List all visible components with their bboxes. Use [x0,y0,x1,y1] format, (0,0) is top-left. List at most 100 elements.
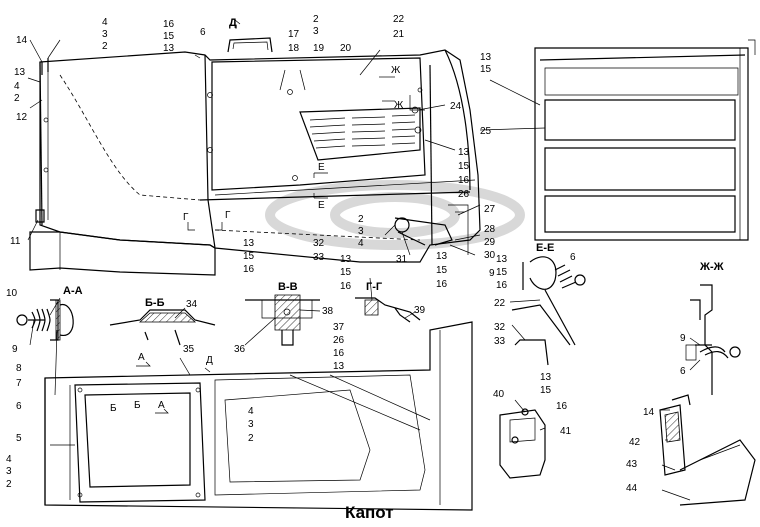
callout-25: 25 [480,126,492,137]
callout-38: 38 [322,306,334,317]
callout-9-ee: 9 [489,268,495,279]
view-marker-b2: Б [134,400,141,411]
callout-15-lower: 15 [243,251,255,262]
callout-9-zhzh: 9 [680,333,686,344]
hinge-detail-40-41 [499,408,546,479]
callout-26-vv: 26 [333,335,345,346]
callout-44: 44 [626,483,638,494]
callout-2-top: 2 [102,41,108,52]
callout-13-vv: 13 [333,361,345,372]
hood-side-view [29,37,481,276]
view-marker-b1: Б [110,403,117,414]
section-ee-detail [511,256,586,366]
callout-4-panel-mid: 4 [248,406,254,417]
callout-16-vv: 16 [333,348,345,359]
callout-16-ee-top: 16 [496,280,508,291]
view-marker-e1: Е [318,162,325,173]
callout-3-mid: 3 [313,26,319,37]
view-marker-d2: Д [206,355,213,366]
callout-28: 28 [484,224,496,235]
callout-14-mount: 14 [643,407,655,418]
callout-32: 32 [313,238,325,249]
callout-13-radiator: 13 [480,52,492,63]
callout-15-hinge: 15 [540,385,552,396]
callout-43: 43 [626,459,638,470]
callout-15-latch-right: 15 [436,265,448,276]
callout-22: 22 [393,14,405,25]
callout-8: 8 [16,363,22,374]
callout-13-ee-top: 13 [496,254,508,265]
callout-16-lower: 16 [243,264,255,275]
callout-19: 19 [313,43,325,54]
leader-lines [27,39,701,501]
callout-3-panel-mid: 3 [248,419,254,430]
callout-16-gg: 16 [340,281,352,292]
view-marker-g1: Г [183,212,189,223]
callout-labels: 4 3 2 16 15 13 6 2 3 19 17 18 20 22 21 1… [6,14,686,494]
callout-3-latch: 3 [358,226,364,237]
view-marker-e2: Е [318,200,325,211]
section-label-bb: Б-Б [145,297,165,309]
section-labels: А-А Б-Б В-В Г-Г Е-Е Ж-Ж Д [63,17,724,309]
section-aa-detail [16,299,74,341]
radiator-front-view [534,39,756,241]
section-label-zhzh: Ж-Ж [699,261,724,273]
view-markers: Ж Ж Е Е Г Г А Б Б Д А [110,65,404,414]
view-marker-zh1: Ж [391,65,401,76]
callout-33-ee: 33 [494,336,506,347]
callout-2-panel-mid: 2 [248,433,254,444]
callout-12: 12 [16,112,28,123]
callout-13-lower: 13 [243,238,255,249]
section-bb-detail [109,309,216,346]
callout-33: 33 [313,252,325,263]
callout-13-gg: 13 [340,254,352,265]
callout-22-ee: 22 [494,298,506,309]
callout-16-hinge: 16 [556,401,568,412]
section-label-aa: А-А [63,285,83,297]
callout-11: 11 [10,236,21,247]
callout-3-panel-left: 3 [6,466,12,477]
section-label-ee: Е-Е [536,242,554,254]
callout-4-top: 4 [102,17,108,28]
latch-detail [394,204,469,255]
view-marker-a2: А [158,400,165,411]
callout-20: 20 [340,43,352,54]
callout-13-top: 13 [163,43,175,54]
callout-13-right: 13 [458,147,470,158]
section-label-gg: Г-Г [366,281,383,293]
callout-16-right: 16 [458,175,470,186]
callout-13-hinge: 13 [540,372,552,383]
callout-10: 10 [6,288,18,299]
section-vv-detail [245,294,320,346]
callout-15-ee-top: 15 [496,267,508,278]
callout-27: 27 [484,204,496,215]
callout-7: 7 [16,378,22,389]
callout-4-left: 4 [14,81,20,92]
view-marker-g2: Г [225,210,231,221]
callout-37: 37 [333,322,345,333]
callout-15-gg: 15 [340,267,352,278]
section-arrows [136,19,395,414]
section-zhzh-detail [685,284,741,395]
callout-15-radiator: 15 [480,64,492,75]
callout-15-top: 15 [163,31,175,42]
callout-21: 21 [393,29,405,40]
callout-39: 39 [414,305,426,316]
diagram-title: Капот [345,503,394,522]
watermark [265,180,525,250]
callout-13-left: 13 [14,67,26,78]
callout-2-latch: 2 [358,214,364,225]
callout-9-aa: 9 [12,344,18,355]
callout-16-top: 16 [163,19,175,30]
callout-26-right: 26 [458,189,470,200]
callout-2-mid: 2 [313,14,319,25]
callout-15-right: 15 [458,161,470,172]
callout-6-aa: 6 [16,401,22,412]
view-marker-zh2: Ж [394,100,404,111]
callout-4-panel-left: 4 [6,454,12,465]
callout-24: 24 [450,101,462,112]
callout-5: 5 [16,433,22,444]
callout-41: 41 [560,426,572,437]
callout-6-top: 6 [200,27,206,38]
